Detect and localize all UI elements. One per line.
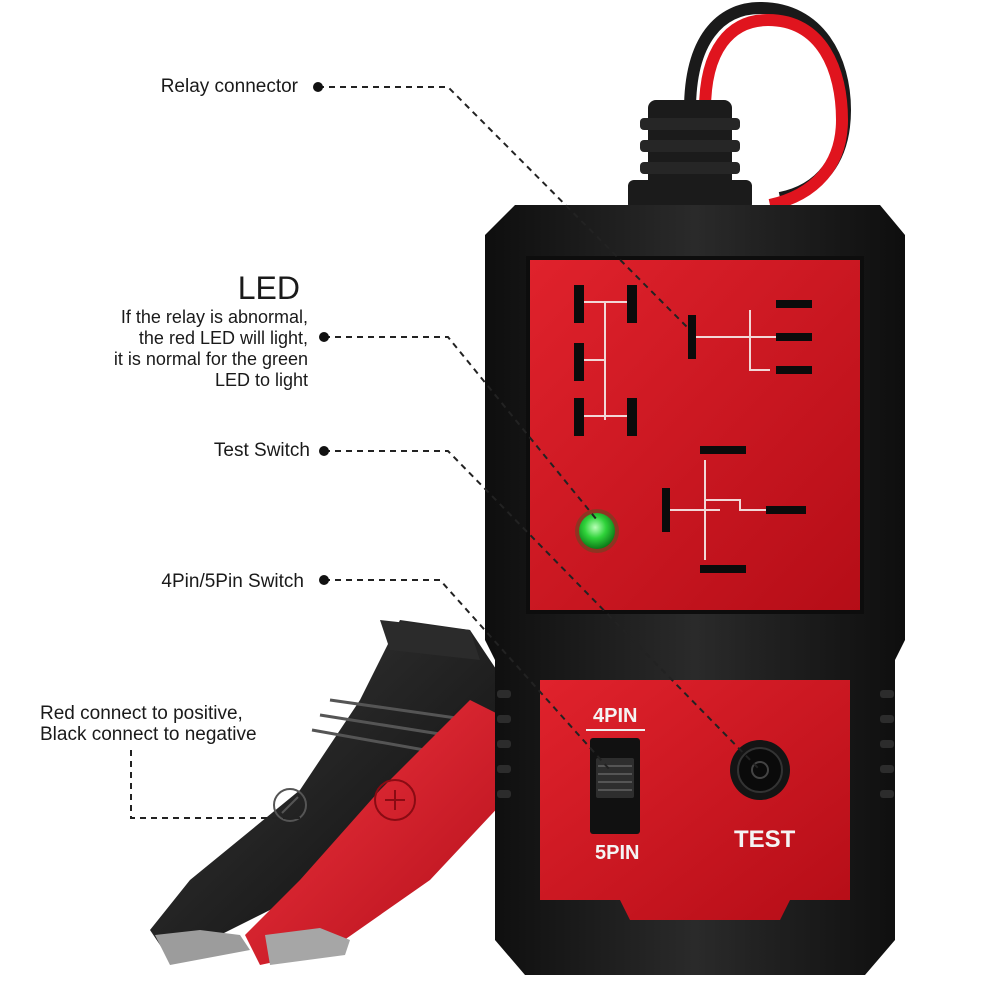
status-led xyxy=(575,509,619,553)
label-4pin: 4PIN xyxy=(593,705,638,727)
callout-test-switch: Test Switch xyxy=(213,440,310,461)
label-test: TEST xyxy=(734,826,796,853)
cable-wires xyxy=(684,1,852,211)
callout-dots xyxy=(313,82,329,585)
callout-relay-connector: Relay connector xyxy=(160,76,298,97)
relay-socket-slots xyxy=(574,285,812,573)
pin-switch[interactable] xyxy=(586,729,645,834)
callout-leader-lines xyxy=(130,86,761,819)
black-clamp xyxy=(150,620,510,965)
callout-led-description: If the relay is abnormal, the red LED wi… xyxy=(113,307,308,390)
label-5pin: 5PIN xyxy=(595,842,640,864)
circuit-traces xyxy=(584,301,776,560)
callout-led-title: LED xyxy=(237,270,300,306)
callout-clamp-note: Red connect to positive, Black connect t… xyxy=(40,703,257,745)
callout-pin-switch: 4Pin/5Pin Switch xyxy=(161,571,304,592)
control-panel xyxy=(540,680,850,920)
strain-relief xyxy=(628,100,752,210)
red-clamp xyxy=(245,700,510,965)
